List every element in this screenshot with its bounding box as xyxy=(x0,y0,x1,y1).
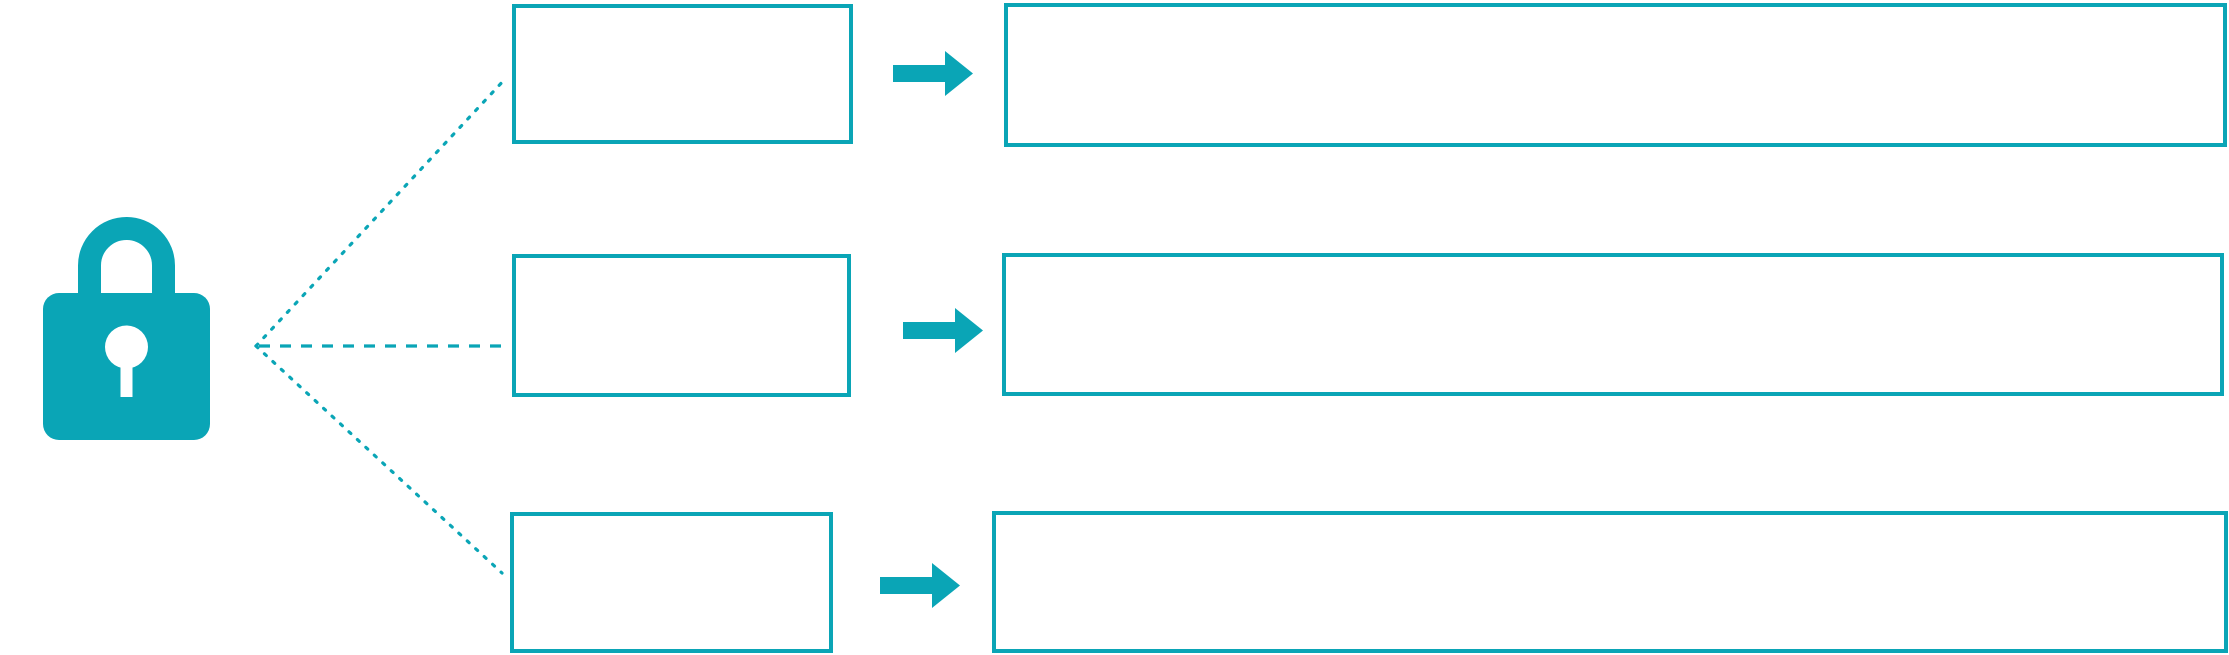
branch-box-2 xyxy=(512,254,851,397)
dotted-connector-bottom xyxy=(254,344,504,575)
detail-box-3 xyxy=(992,511,2228,653)
detail-box-1 xyxy=(1004,3,2227,147)
branch-box-1 xyxy=(512,4,853,144)
padlock-shackle xyxy=(78,217,175,309)
keyhole-stem xyxy=(120,357,133,397)
right-arrow-icon xyxy=(880,563,960,608)
keyhole-circle xyxy=(105,325,148,369)
dotted-connector-top xyxy=(254,76,508,348)
detail-box-2 xyxy=(1002,253,2224,396)
padlock-icon xyxy=(43,217,210,440)
right-arrow-icon xyxy=(903,308,983,353)
branch-box-3 xyxy=(510,512,833,653)
right-arrow-icon xyxy=(893,51,973,96)
